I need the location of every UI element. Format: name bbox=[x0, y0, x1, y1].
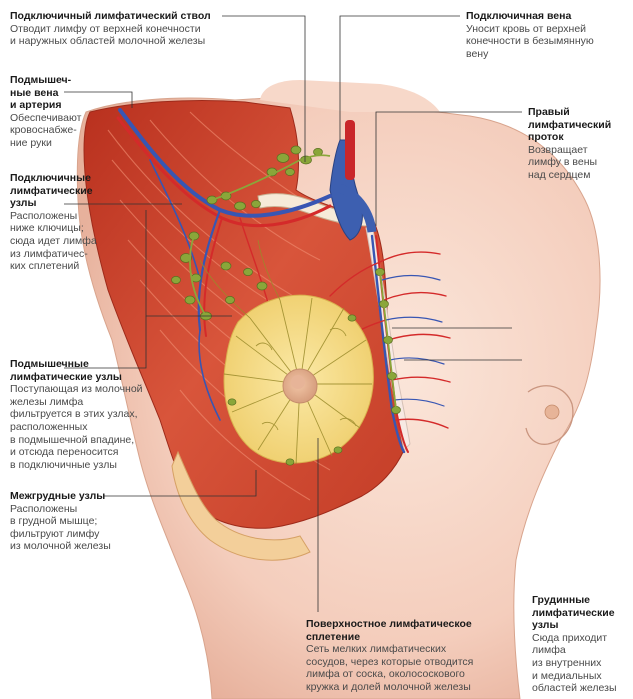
leader-lines bbox=[64, 15, 522, 612]
nipple bbox=[291, 375, 305, 389]
label-title: Подключичный лимфатический ствол bbox=[10, 10, 211, 22]
label-subclavian-lymph-trunk: Подключичный лимфатический ствол Отводит… bbox=[10, 10, 225, 48]
lower-sheath bbox=[171, 450, 311, 561]
label-description: Возвращает лимфу в вены над сердцем bbox=[528, 143, 598, 181]
label-superficial-lymph-plexus: Поверхностное лимфатическое сплетение Се… bbox=[306, 618, 506, 694]
label-title: Правый лимфатический проток bbox=[528, 106, 612, 144]
lymph-trunks bbox=[189, 154, 397, 411]
label-axillary-vein-artery: Подмышеч- ные вена и артерия Обеспечиваю… bbox=[10, 74, 100, 150]
label-description: Обеспечивают кровоснабже- ние руки bbox=[10, 111, 82, 149]
right-nipple bbox=[544, 404, 560, 420]
label-description: Расположены в грудной мышце; фильтруют л… bbox=[10, 502, 111, 553]
label-subclavian-vein: Подключичная вена Уносит кровь от верхне… bbox=[466, 10, 626, 60]
venous-angle bbox=[338, 183, 377, 233]
label-description: Уносит кровь от верхней конечности в без… bbox=[466, 22, 594, 60]
subclavian-artery bbox=[345, 120, 355, 180]
label-axillary-lymph-nodes: Подмышечные лимфатические узлы Поступающ… bbox=[10, 358, 160, 471]
label-description: Сюда приходит лимфа из внутренних и меди… bbox=[532, 631, 617, 695]
label-right-lymphatic-duct: Правый лимфатический проток Возвращает л… bbox=[528, 106, 628, 182]
right-breast-contour bbox=[525, 385, 574, 445]
label-title: Подмышеч- ные вена и артерия bbox=[10, 74, 72, 112]
label-interpectoral-nodes: Межгрудные узлы Расположены в грудной мы… bbox=[10, 490, 150, 553]
label-description: Сеть мелких лимфатических сосудов, через… bbox=[306, 643, 474, 693]
label-title: Межгрудные узлы bbox=[10, 490, 106, 502]
label-description: Расположены ниже ключицы; сюда идет лимф… bbox=[10, 209, 97, 273]
label-subclavian-lymph-nodes: Подключичные лимфатические узлы Располож… bbox=[10, 172, 120, 273]
label-parasternal-lymph-nodes: Грудинные лимфатические узлы Сюда приход… bbox=[532, 594, 630, 695]
label-description: Отводит лимфу от верхней конечности и на… bbox=[10, 22, 206, 48]
label-title: Подмышечные лимфатические узлы bbox=[10, 358, 122, 383]
label-title: Подключичная вена bbox=[466, 10, 572, 22]
label-title: Поверхностное лимфатическое сплетение bbox=[306, 618, 472, 643]
label-title: Подключичные лимфатические узлы bbox=[10, 172, 93, 210]
label-description: Поступающая из молочной железы лимфа фил… bbox=[10, 383, 143, 471]
axillary-vessels bbox=[116, 108, 332, 421]
label-title: Грудинные лимфатические узлы bbox=[532, 594, 615, 632]
